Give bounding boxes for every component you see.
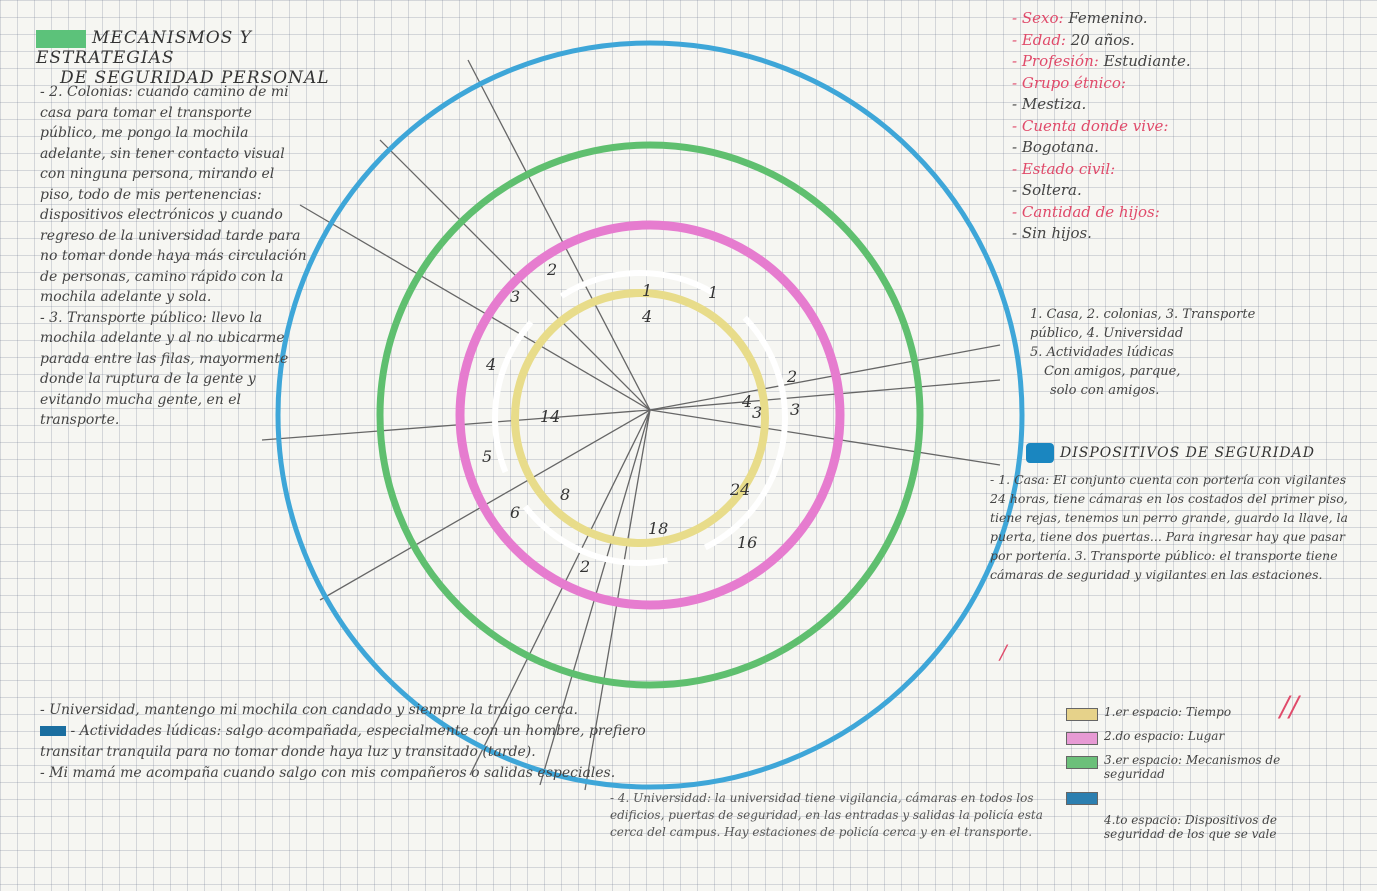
diagram-number: 4: [641, 307, 652, 326]
profile-key: - Edad:: [1012, 30, 1071, 49]
bottom-paragraph-1: - Universidad, mantengo mi mochila con c…: [40, 702, 578, 718]
diagram-number: 4: [485, 355, 496, 374]
profile-key: - Estado civil:: [1012, 159, 1116, 178]
legend-label: 1.er espacio: Tiempo: [1104, 705, 1232, 719]
white-ring: [492, 270, 788, 566]
green-ring: [376, 141, 924, 689]
profile-row: - Edad: 20 años.: [1012, 30, 1242, 52]
diagram-number: 16: [737, 533, 757, 552]
diagram-number: 18: [648, 519, 668, 538]
bottom-paragraph-3: - Mi mamá me acompaña cuando salgo con m…: [40, 765, 616, 781]
profile-value: - Soltera.: [1012, 181, 1082, 199]
outer-blue-ring: [275, 40, 1025, 790]
places-note-line: Con amigos, parque,: [1044, 364, 1181, 379]
diagram-number: 2: [546, 260, 557, 279]
profile-key: - Cantidad de hijos:: [1012, 202, 1160, 221]
spoke-line: [649, 344, 1001, 411]
diagram-number: 3: [752, 403, 762, 422]
diagram-number: 3: [790, 400, 800, 419]
diagram-number: 1: [708, 283, 718, 302]
diagram-number: 14: [540, 407, 560, 426]
legend-swatch: [1066, 792, 1098, 805]
legend-label: 2.do espacio: Lugar: [1104, 729, 1225, 743]
legend-item: [1066, 789, 1286, 805]
legend-swatch: [1066, 756, 1098, 769]
left-paragraph-1: - 2. Colonias: cuando camino de mi casa …: [40, 84, 307, 305]
diagram-number: 2: [786, 367, 797, 386]
legend: 1.er espacio: Tiempo 2.do espacio: Lugar 3…: [1066, 705, 1286, 849]
diagram-number: 4: [741, 392, 752, 411]
profile-row: - Cuenta donde vive:: [1012, 116, 1242, 138]
left-bottom-paragraphs: - Universidad, mantengo mi mochila con c…: [40, 700, 660, 784]
yellow-ring: [511, 289, 769, 547]
spoke-line: [467, 59, 651, 411]
legend-item: 2.do espacio: Lugar: [1066, 729, 1286, 745]
places-note-line: 1. Casa, 2. colonias, 3. Transporte públ…: [1030, 307, 1256, 341]
diagram-number: 3: [510, 287, 520, 306]
spoke-line: [299, 204, 651, 411]
profile-row: - Sin hijos.: [1012, 223, 1242, 245]
places-note-line: solo con amigos.: [1050, 383, 1160, 398]
diagram-number: 2: [579, 557, 590, 576]
bottom-paragraph-2: - Actividades lúdicas: salgo acompañada,…: [40, 721, 660, 763]
dispositivos-title: DISPOSITIVOS DE SEGURIDAD: [1026, 443, 1326, 463]
red-notes: - 4. Universidad: la universidad tiene v…: [610, 791, 1043, 839]
dispositivos-text: - 1. Casa: El conjunto cuenta con porter…: [990, 472, 1348, 582]
blue-marker-icon: [40, 726, 66, 736]
profile-row: - Cantidad de hijos:: [1012, 202, 1242, 224]
green-marker-icon: [36, 29, 86, 48]
profile-row: - Profesión: Estudiante.: [1012, 51, 1242, 73]
red-slash-mark: //: [1280, 690, 1299, 723]
profile-list: - Sexo: Femenino.- Edad: 20 años.- Profe…: [1012, 8, 1242, 245]
places-notes: 1. Casa, 2. colonias, 3. Transporte públ…: [1030, 305, 1270, 400]
diagram-number: 5: [482, 447, 492, 466]
diagram-number: 1: [642, 281, 652, 300]
legend-item: 1.er espacio: Tiempo: [1066, 705, 1286, 721]
left-paragraphs: - 2. Colonias: cuando camino de mi casa …: [40, 82, 310, 431]
profile-value: Estudiante.: [1103, 52, 1191, 70]
profile-value: 20 años.: [1070, 30, 1135, 49]
profile-row: - Sexo: Femenino.: [1012, 8, 1242, 30]
title-line-1: MECANISMOS Y ESTRATEGIAS: [36, 28, 252, 68]
diagram-number: 24: [729, 480, 750, 499]
profile-key: - Profesión:: [1012, 52, 1104, 70]
main-title: MECANISMOS Y ESTRATEGIAS DE SEGURIDAD PE…: [36, 28, 366, 88]
profile-row: - Estado civil:: [1012, 159, 1242, 181]
legend-item: 4.to espacio: Dispositivos de seguridad …: [1066, 813, 1286, 841]
legend-swatch: [1066, 708, 1098, 721]
places-note-line: 5. Actividades lúdicas: [1030, 345, 1174, 360]
profile-row: - Bogotana.: [1012, 137, 1242, 159]
profile-row: - Soltera.: [1012, 180, 1242, 202]
legend-swatch: [1066, 732, 1098, 745]
profile-key: - Cuenta donde vive:: [1012, 116, 1169, 135]
profile-value: - Sin hijos.: [1012, 224, 1092, 242]
profile-value: Femenino.: [1068, 9, 1148, 27]
title-line-2: DE SEGURIDAD PERSONAL: [60, 68, 330, 88]
diagram-number: 6: [510, 503, 520, 522]
pink-ring: [455, 220, 845, 610]
spoke-line: [649, 409, 1001, 466]
bottom-paragraph-2-text: - Actividades lúdicas: salgo acompañada,…: [40, 723, 646, 760]
spoke-line: [649, 379, 1001, 411]
spoke-line: [469, 409, 651, 776]
profile-value: - Bogotana.: [1012, 138, 1099, 156]
blue-marker-icon: [1026, 443, 1054, 463]
profile-row: - Mestiza.: [1012, 94, 1242, 116]
dispositivos-title-text: DISPOSITIVOS DE SEGURIDAD: [1060, 445, 1315, 461]
legend-label: 3.er espacio: Mecanismos de seguridad: [1104, 753, 1281, 781]
profile-key: - Grupo étnico:: [1012, 73, 1126, 92]
red-slash-mark: /: [1000, 640, 1007, 664]
profile-value: - Mestiza.: [1012, 95, 1087, 113]
legend-label: 4.to espacio: Dispositivos de seguridad …: [1104, 813, 1277, 841]
profile-row: - Grupo étnico:: [1012, 73, 1242, 95]
left-paragraph-2: - 3. Transporte público: llevo la mochil…: [40, 309, 289, 429]
diagram-number: 8: [560, 485, 570, 504]
profile-key: - Sexo:: [1012, 9, 1069, 27]
legend-item: 3.er espacio: Mecanismos de seguridad: [1066, 753, 1286, 781]
